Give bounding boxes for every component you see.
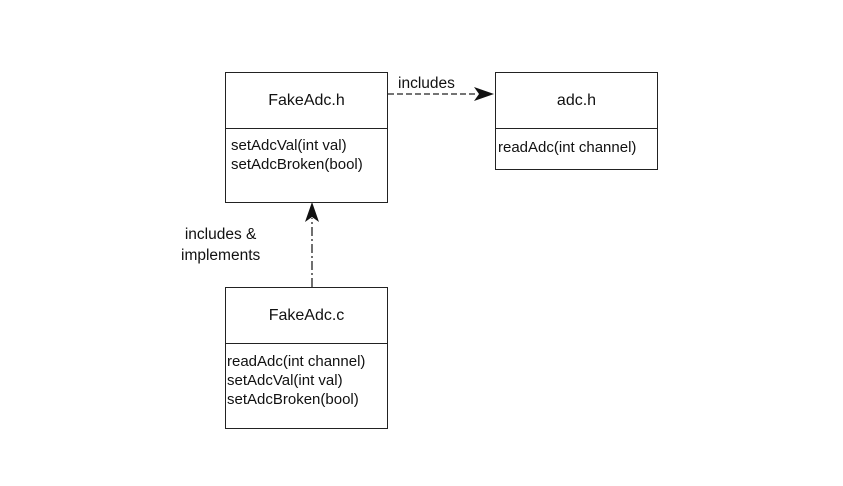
fakeadc-c-box: FakeAdc.c readAdc(int channel) setAdcVal… xyxy=(225,287,388,429)
includes-label: includes xyxy=(398,73,455,94)
adc-h-members: readAdc(int channel) xyxy=(496,129,657,157)
includes-label-text: includes xyxy=(398,75,455,92)
adc-h-member: readAdc(int channel) xyxy=(498,139,637,156)
fakeadc-c-member: setAdcBroken(bool) xyxy=(227,391,359,408)
fakeadc-h-title-text: FakeAdc.h xyxy=(268,91,345,109)
includes-arrowhead-icon xyxy=(474,87,494,101)
fakeadc-c-member: setAdcVal(int val) xyxy=(227,372,343,389)
includes-implements-line-2: implements xyxy=(181,247,261,264)
adc-h-box: adc.h readAdc(int channel) xyxy=(495,72,658,170)
adc-h-title: adc.h xyxy=(496,73,657,129)
fakeadc-h-member: setAdcVal(int val) xyxy=(231,137,347,154)
adc-h-title-text: adc.h xyxy=(556,91,597,109)
fakeadc-h-box: FakeAdc.h setAdcVal(int val) setAdcBroke… xyxy=(225,72,388,203)
implements-arrowhead-icon xyxy=(305,202,319,222)
fakeadc-h-title: FakeAdc.h xyxy=(226,73,387,129)
fakeadc-h-member: setAdcBroken(bool) xyxy=(231,156,363,173)
fakeadc-c-title: FakeAdc.c xyxy=(226,288,387,344)
fakeadc-c-title-text: FakeAdc.c xyxy=(268,306,345,324)
fakeadc-h-members: setAdcVal(int val) setAdcBroken(bool) xyxy=(226,129,387,174)
fakeadc-c-members: readAdc(int channel) setAdcVal(int val) … xyxy=(226,344,387,409)
fakeadc-c-member: readAdc(int channel) xyxy=(227,353,366,370)
includes-implements-label: includes & implements xyxy=(181,224,260,266)
includes-implements-line-1: includes & xyxy=(184,226,257,243)
